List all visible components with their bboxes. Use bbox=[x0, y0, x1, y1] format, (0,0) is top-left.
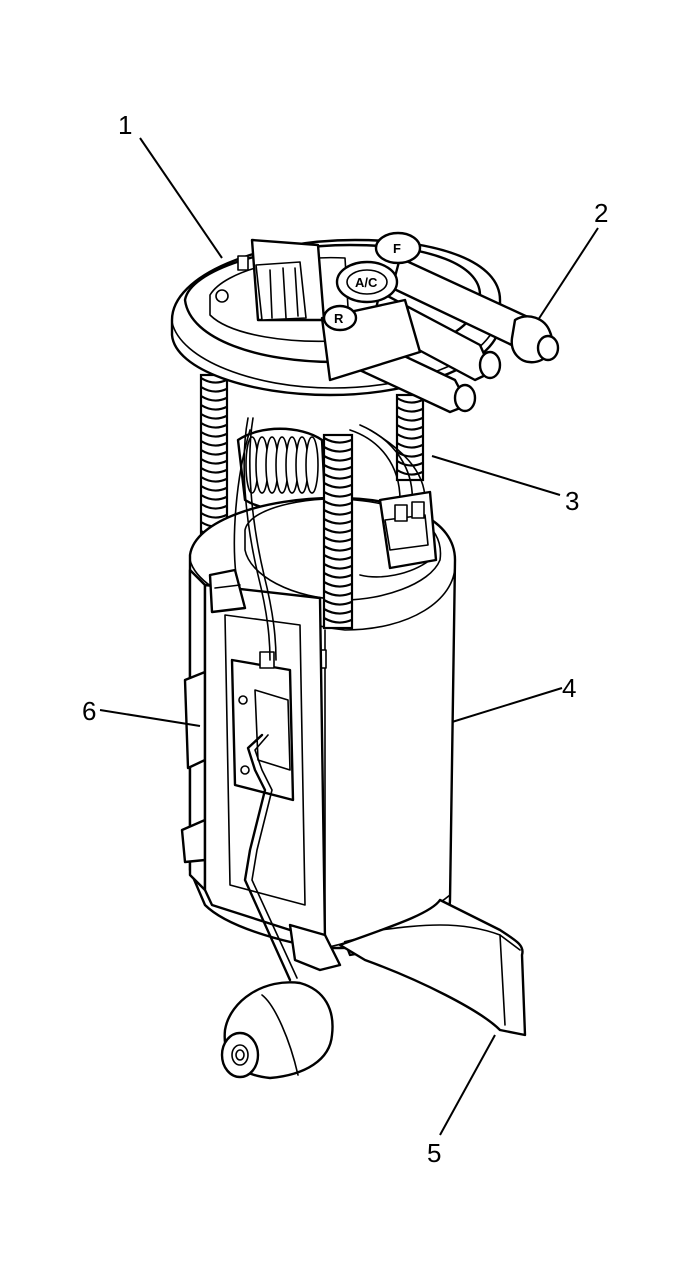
leader-1 bbox=[139, 137, 223, 259]
flex-hose bbox=[236, 427, 327, 512]
leader-4 bbox=[451, 687, 563, 723]
callout-6: 6 bbox=[82, 696, 96, 726]
callout-5: 5 bbox=[427, 1138, 441, 1168]
badge-return: R bbox=[334, 311, 344, 326]
leader-3 bbox=[431, 455, 561, 496]
callout-leaders bbox=[99, 137, 599, 1136]
front-spring bbox=[322, 433, 354, 630]
harness-connector bbox=[378, 490, 438, 570]
callout-4: 4 bbox=[562, 673, 576, 703]
callout-labels: 1 2 3 4 5 6 bbox=[82, 110, 608, 1168]
leader-2 bbox=[537, 227, 599, 321]
fuel-line-fittings: F R A/C bbox=[320, 231, 560, 414]
callout-1: 1 bbox=[118, 110, 132, 140]
leader-6 bbox=[99, 709, 201, 727]
float bbox=[220, 981, 334, 1080]
callout-2: 2 bbox=[594, 198, 608, 228]
float-arm bbox=[243, 733, 298, 982]
rear-spring-right bbox=[395, 393, 425, 482]
badge-ac: A/C bbox=[355, 275, 378, 290]
badge-fuel: F bbox=[393, 241, 401, 256]
leader-5 bbox=[439, 1034, 496, 1136]
fuel-level-sensor bbox=[180, 568, 380, 972]
callout-3: 3 bbox=[565, 486, 579, 516]
fuel-strainer bbox=[338, 898, 527, 1037]
